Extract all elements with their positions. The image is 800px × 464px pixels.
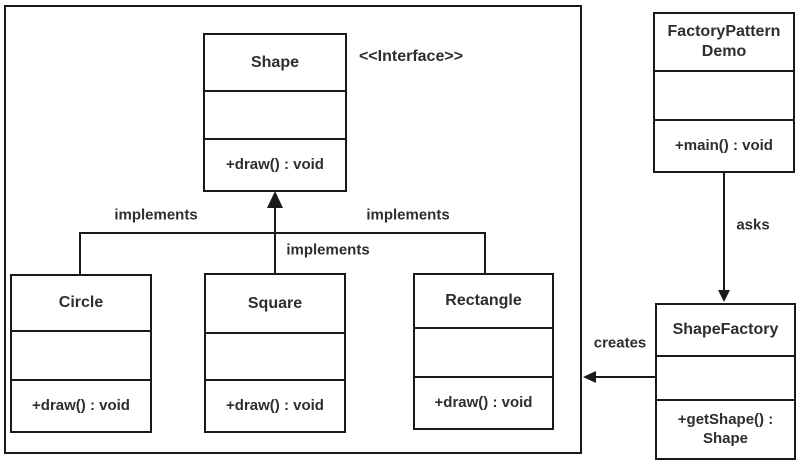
implements-label-right: implements bbox=[366, 206, 450, 224]
class-box-factory-pattern-demo: FactoryPattern Demo +main() : void bbox=[653, 12, 795, 173]
class-attributes-compartment bbox=[12, 332, 150, 381]
class-name: Shape bbox=[205, 35, 345, 92]
class-attributes-compartment bbox=[415, 329, 552, 378]
class-box-shape: Shape +draw() : void bbox=[203, 33, 347, 192]
class-attributes-compartment bbox=[205, 92, 345, 140]
class-attributes-compartment bbox=[206, 334, 344, 381]
creates-label: creates bbox=[593, 334, 647, 352]
class-name-line: FactoryPattern bbox=[667, 23, 781, 40]
asks-label: asks bbox=[736, 216, 770, 234]
diagram-boundary-box bbox=[4, 5, 582, 454]
class-box-square: Square +draw() : void bbox=[204, 273, 346, 433]
class-methods-compartment: +draw() : void bbox=[32, 396, 130, 414]
asks-arrowhead-icon bbox=[718, 290, 730, 302]
class-methods-compartment: +draw() : void bbox=[226, 155, 324, 173]
interface-stereotype-label: <<Interface>> bbox=[358, 48, 464, 65]
class-name-line: Demo bbox=[701, 43, 747, 60]
class-name: ShapeFactory bbox=[657, 305, 794, 357]
class-box-rectangle: Rectangle +draw() : void bbox=[413, 273, 554, 430]
class-methods-compartment: +draw() : void bbox=[434, 393, 533, 411]
creates-arrowhead-icon bbox=[583, 371, 596, 383]
class-methods-compartment: +main() : void bbox=[675, 136, 773, 154]
class-methods-compartment: +getShape() : Shape bbox=[657, 401, 794, 458]
asks-arrow bbox=[718, 173, 730, 302]
class-name: Circle bbox=[12, 276, 150, 332]
class-name: Rectangle bbox=[415, 275, 552, 329]
creates-arrow bbox=[583, 371, 655, 383]
class-method-line: Shape bbox=[702, 429, 748, 447]
class-box-shape-factory: ShapeFactory +getShape() : Shape bbox=[655, 303, 796, 460]
class-methods-compartment: +draw() : void bbox=[226, 396, 324, 414]
class-attributes-compartment bbox=[655, 72, 793, 121]
class-name: FactoryPattern Demo bbox=[655, 14, 793, 72]
class-attributes-compartment bbox=[657, 357, 794, 401]
class-name: Square bbox=[206, 275, 344, 334]
implements-label-center: implements bbox=[286, 241, 370, 259]
implements-label-left: implements bbox=[114, 206, 198, 224]
class-box-circle: Circle +draw() : void bbox=[10, 274, 152, 433]
class-method-line: +getShape() : bbox=[677, 410, 774, 428]
